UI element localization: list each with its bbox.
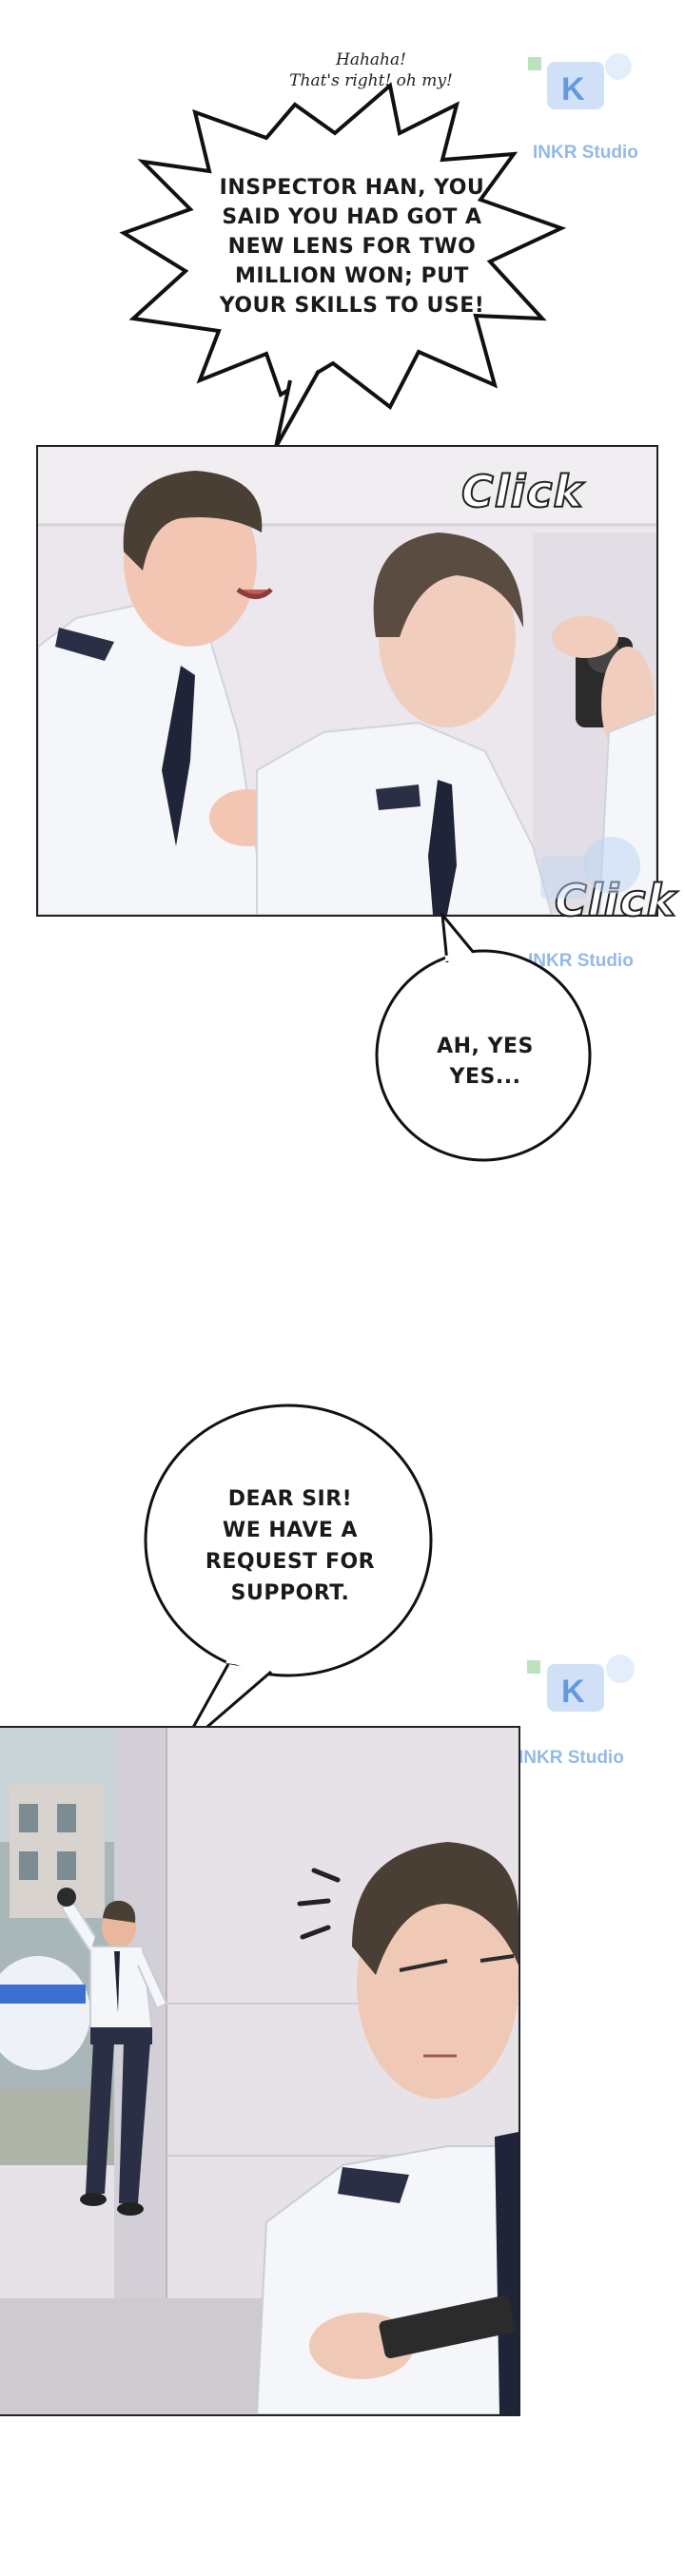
dear-sir-line-4: SUPPORT. <box>230 1581 350 1605</box>
watermark-studio-2: INKR Studio <box>528 951 634 971</box>
speech-bubble-ah-yes <box>375 913 592 1162</box>
inspector-line-1: INSPECTOR HAN, YOU <box>219 176 485 200</box>
panel-camera-scene: Click <box>36 445 658 917</box>
ah-yes-text: AH, YES YES... <box>400 1032 571 1093</box>
watermark-logo-icon-3: K <box>527 1655 635 1712</box>
dear-sir-line-1: DEAR SIR! <box>227 1487 353 1511</box>
aside-text: Hahaha! That's right! oh my! <box>285 49 457 91</box>
inspector-bubble-text: INSPECTOR HAN, YOU SAID YOU HAD GOT A NE… <box>181 173 523 320</box>
inspector-line-2: SAID YOU HAD GOT A <box>222 205 482 229</box>
dear-sir-line-3: REQUEST FOR <box>205 1550 376 1574</box>
watermark-studio-1: INKR Studio <box>533 143 638 163</box>
ah-yes-line-2: YES... <box>449 1065 521 1089</box>
inspector-line-3: NEW LENS FOR TWO <box>227 235 477 259</box>
dear-sir-line-2: WE HAVE A <box>222 1519 359 1542</box>
aside-line-2: That's right! oh my! <box>289 71 453 90</box>
inspector-line-5: YOUR SKILLS TO USE! <box>219 294 485 318</box>
watermark-logo-icon-2 <box>540 837 640 899</box>
watermark-studio-3: INKR Studio <box>519 1748 624 1768</box>
inspector-line-4: MILLION WON; PUT <box>235 264 469 288</box>
click-sfx-1: Click <box>460 465 584 518</box>
svg-text:K: K <box>561 1674 585 1710</box>
watermark-logo-icon: K <box>528 53 632 109</box>
shout-bubble <box>119 82 567 448</box>
svg-text:K: K <box>561 71 585 107</box>
dear-sir-text: DEAR SIR! WE HAVE A REQUEST FOR SUPPORT. <box>195 1483 385 1609</box>
aside-line-1: Hahaha! <box>336 50 406 69</box>
panel-2-art <box>0 1728 519 2414</box>
panel-hallway-scene <box>0 1726 520 2416</box>
panel-1-art <box>38 447 656 915</box>
ah-yes-line-1: AH, YES <box>437 1035 534 1058</box>
